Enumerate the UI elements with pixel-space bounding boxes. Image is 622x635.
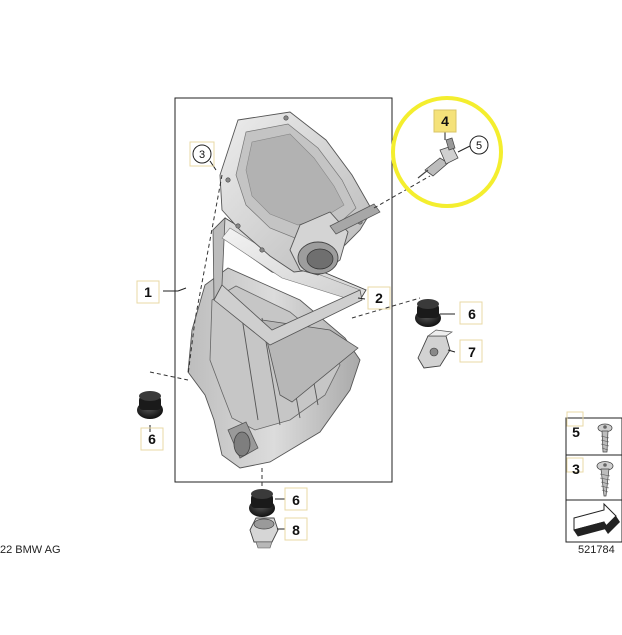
callout-8: 8 bbox=[292, 522, 300, 538]
callout-circle-3 bbox=[192, 144, 212, 164]
callout-5: 5 bbox=[476, 140, 482, 152]
bracket-part-7 bbox=[417, 329, 453, 369]
callout-box-7 bbox=[459, 339, 483, 363]
callout-6-left: 6 bbox=[148, 431, 156, 447]
legend-label-3: 3 bbox=[572, 461, 580, 477]
copyright-text: 22 BMW AG bbox=[0, 544, 61, 556]
callout-6-right: 6 bbox=[468, 306, 476, 322]
screw-legend-table: 5 3 bbox=[565, 411, 622, 543]
sensor-part-4 bbox=[417, 137, 459, 179]
diagram-number: 521784 bbox=[578, 544, 615, 556]
callout-box-6-left bbox=[140, 427, 164, 451]
screw-5-icon bbox=[597, 423, 613, 453]
highlight-ring bbox=[391, 96, 503, 208]
legend-label-5: 5 bbox=[572, 424, 580, 440]
callout-7: 7 bbox=[468, 344, 476, 360]
callout-box-3 bbox=[189, 141, 215, 167]
callout-box-2 bbox=[367, 286, 391, 310]
air-filter-housing-drawing bbox=[149, 111, 431, 498]
callout-box-6-right bbox=[459, 301, 483, 325]
callout-box-1 bbox=[136, 280, 160, 304]
grommet-part-6-right bbox=[415, 299, 441, 327]
callout-6-bottom: 6 bbox=[292, 492, 300, 508]
callout-box-6-bottom bbox=[284, 487, 308, 511]
callout-1: 1 bbox=[144, 284, 152, 300]
assembly-frame bbox=[174, 97, 393, 483]
grommet-part-6-left bbox=[137, 391, 163, 419]
callout-circle-5 bbox=[469, 135, 489, 155]
callout-2: 2 bbox=[375, 290, 383, 306]
screw-3-icon bbox=[596, 461, 614, 497]
bracket-part-8 bbox=[249, 517, 279, 549]
callout-3: 3 bbox=[199, 149, 205, 161]
callout-4: 4 bbox=[441, 113, 449, 129]
callout-box-8 bbox=[284, 517, 308, 541]
callout-box-4 bbox=[433, 109, 457, 133]
arrow-direction-icon bbox=[573, 502, 620, 537]
grommet-part-6-bottom bbox=[249, 489, 275, 517]
